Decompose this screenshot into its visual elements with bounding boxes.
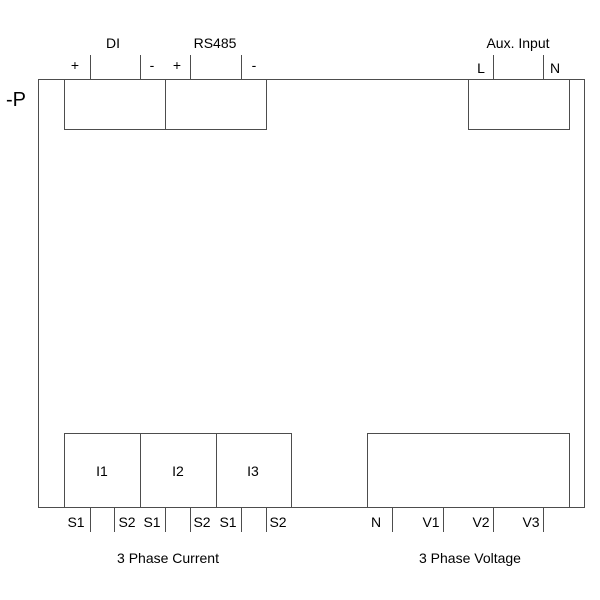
aux-input-terminal-block: Aux. Input L N bbox=[468, 35, 570, 130]
rs485-label: RS485 bbox=[194, 35, 237, 51]
rs485-terminal-block: RS485 + - bbox=[165, 35, 267, 130]
aux-n-label: N bbox=[550, 60, 560, 76]
current-channel-label: I2 bbox=[172, 463, 184, 479]
voltage-terminal-label: V1 bbox=[422, 514, 439, 530]
device-tag: -P bbox=[6, 89, 26, 111]
aux-input-label: Aux. Input bbox=[486, 35, 549, 51]
current-terminal-block: I1 I2 I3 S1 S2 S1 S2 S1 S2 3 Phase Curre… bbox=[64, 433, 292, 566]
current-channel-label: I3 bbox=[247, 463, 259, 479]
di-terminal-body bbox=[64, 79, 166, 130]
current-terminal-label: S1 bbox=[67, 514, 84, 530]
di-plus-label: + bbox=[71, 57, 79, 73]
voltage-terminal-block: N V1 V2 V3 3 Phase Voltage bbox=[367, 433, 570, 566]
voltage-terminal-label: N bbox=[371, 514, 381, 530]
current-terminal-label: S2 bbox=[269, 514, 286, 530]
rs485-terminal-body bbox=[165, 79, 267, 130]
aux-input-terminal-body bbox=[468, 79, 570, 130]
rs485-minus-label: - bbox=[252, 57, 257, 73]
di-label: DI bbox=[106, 35, 120, 51]
current-terminal-label: S1 bbox=[143, 514, 160, 530]
di-terminal-block: DI + - bbox=[64, 35, 166, 130]
di-minus-label: - bbox=[150, 57, 155, 73]
voltage-terminal-label: V2 bbox=[472, 514, 489, 530]
rs485-plus-label: + bbox=[173, 57, 181, 73]
current-terminal-label: S1 bbox=[219, 514, 236, 530]
voltage-terminal-label: V3 bbox=[522, 514, 539, 530]
voltage-terminal-body bbox=[367, 433, 570, 508]
current-channel-label: I1 bbox=[96, 463, 108, 479]
current-section-label: 3 Phase Current bbox=[117, 550, 219, 566]
current-terminal-label: S2 bbox=[118, 514, 135, 530]
current-i3-cell bbox=[216, 433, 292, 508]
voltage-section-label: 3 Phase Voltage bbox=[419, 550, 521, 566]
aux-l-label: L bbox=[477, 60, 485, 76]
device-enclosure bbox=[38, 79, 585, 508]
current-terminal-label: S2 bbox=[193, 514, 210, 530]
